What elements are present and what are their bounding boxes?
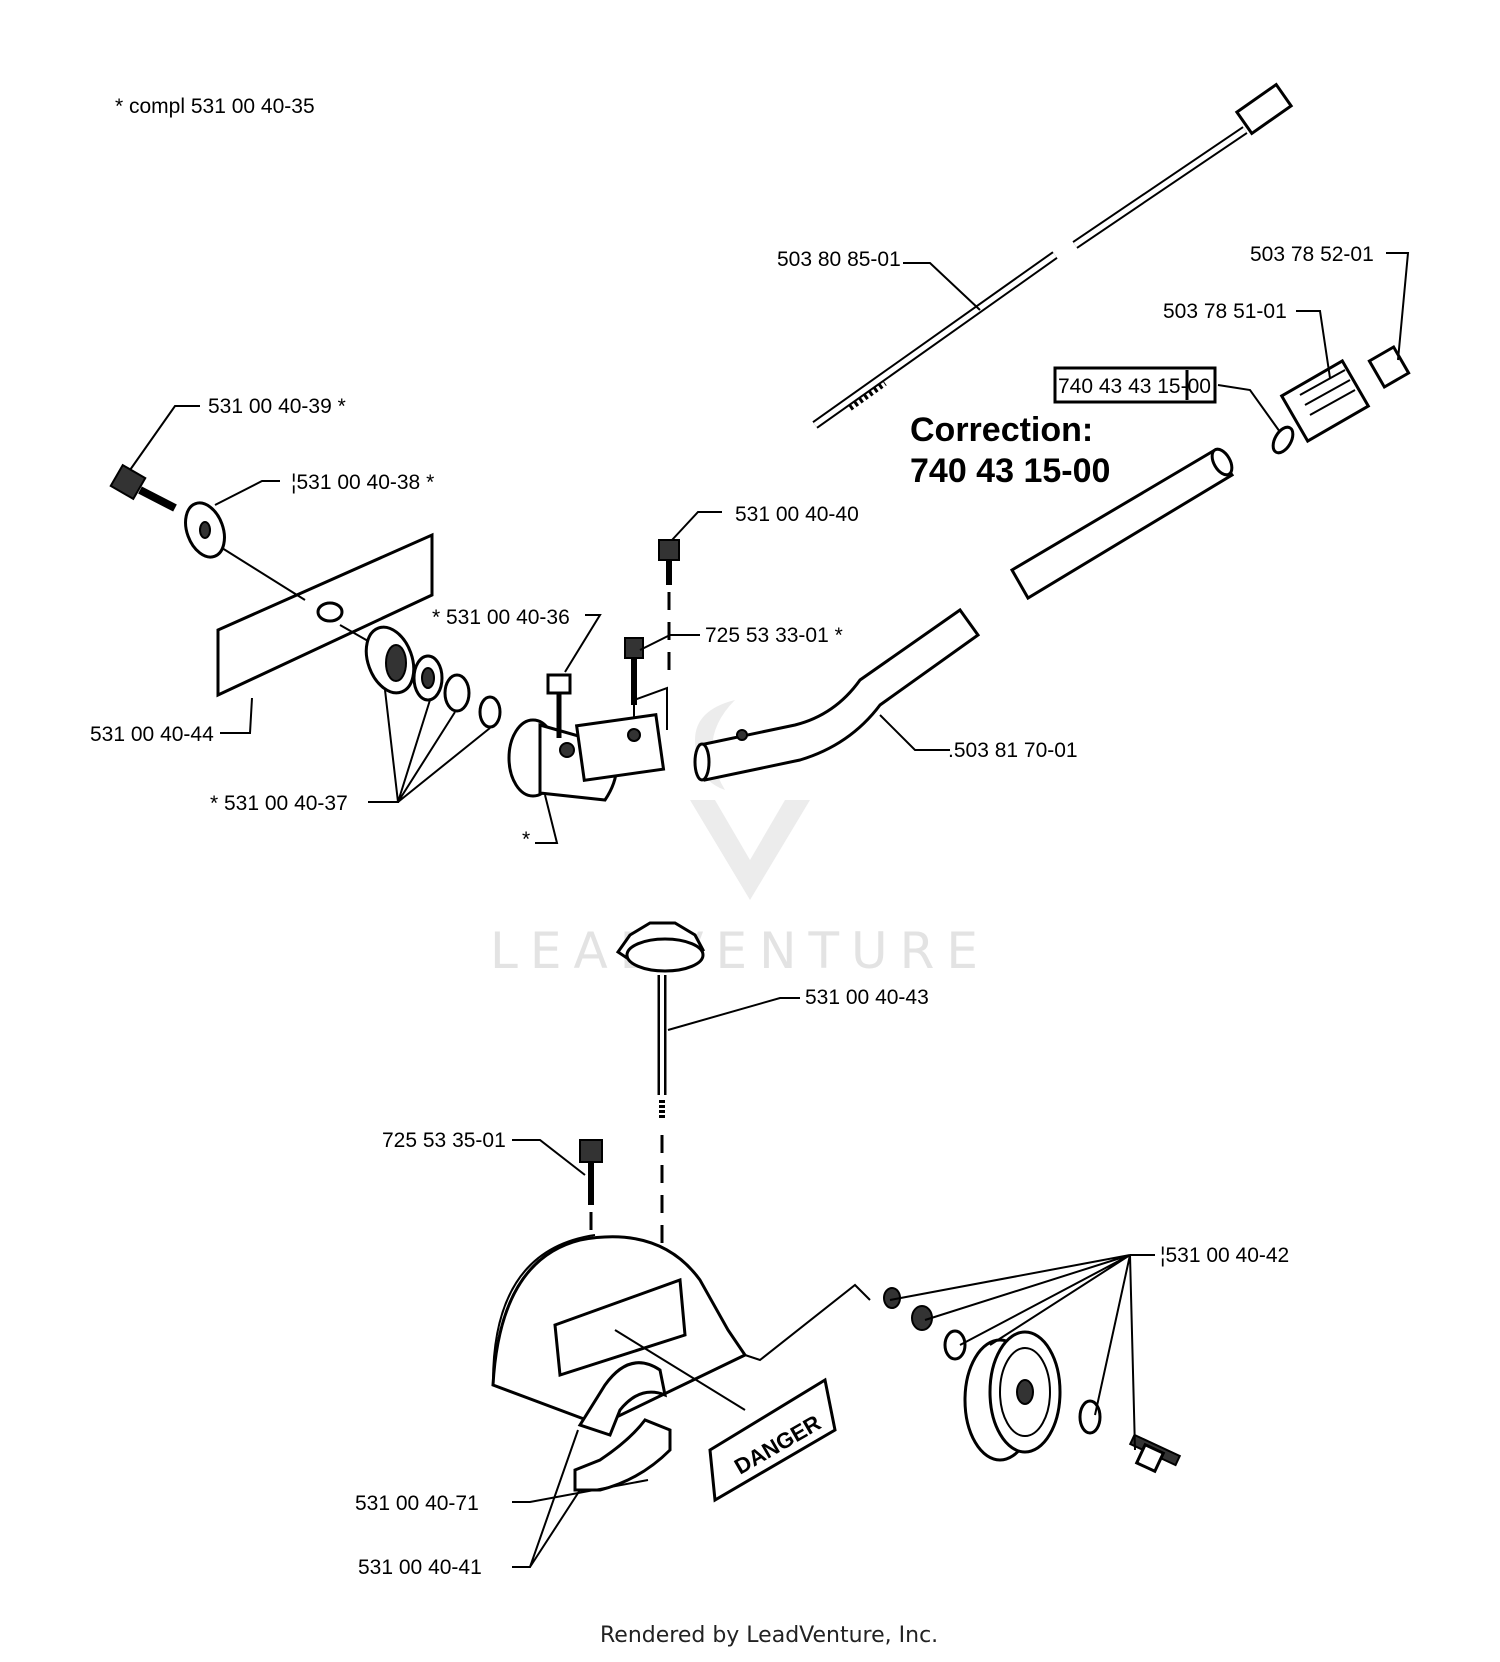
leader-531004043 bbox=[667, 997, 800, 1031]
o-ring bbox=[1271, 425, 1295, 455]
label-503785101: 503 78 51-01 bbox=[1163, 300, 1287, 323]
nut-503785201 bbox=[1367, 344, 1411, 390]
leader-531004041 bbox=[512, 1429, 581, 1568]
label-531004042: ¦531 00 40-42 bbox=[1160, 1244, 1289, 1267]
label-531004044: 531 00 40-44 bbox=[90, 723, 214, 746]
label-531004037: * 531 00 40-37 bbox=[210, 792, 348, 815]
label-531004036: * 531 00 40-36 bbox=[432, 606, 570, 629]
label-gearbox-star: * bbox=[522, 828, 530, 851]
leader-503785201 bbox=[1386, 252, 1410, 361]
screw-531004040 bbox=[658, 539, 680, 675]
label-725533301: 725 53 33-01 * bbox=[705, 624, 843, 647]
leader-503808501 bbox=[903, 262, 981, 311]
label-531004041: 531 00 40-41 bbox=[358, 1556, 482, 1579]
leader-531004044 bbox=[220, 697, 253, 734]
label-531004071: 531 00 40-71 bbox=[355, 1492, 479, 1515]
hub-531004037 bbox=[364, 625, 502, 729]
leader-531004037 bbox=[368, 689, 491, 803]
label-531004038: ¦531 00 40-38 * bbox=[291, 471, 434, 494]
leader-531004042 bbox=[889, 1254, 1155, 1451]
header-note: * compl 531 00 40-35 bbox=[115, 95, 315, 118]
drive-shaft bbox=[812, 82, 1294, 429]
danger-decal: DANGER bbox=[708, 1377, 837, 1503]
leader-503785101 bbox=[1296, 310, 1331, 379]
leader-531004071 bbox=[512, 1479, 649, 1503]
label-503808501: 503 80 85-01 bbox=[777, 248, 901, 271]
label-531004043: 531 00 40-43 bbox=[805, 986, 929, 1009]
bushing-503785101 bbox=[1279, 358, 1371, 444]
bolt-531004039 bbox=[109, 463, 177, 512]
leader-531004039 bbox=[129, 405, 200, 471]
shaft-tube bbox=[693, 447, 1235, 782]
correction-title: Correction: bbox=[910, 411, 1093, 449]
label-503817001: .503 81 70-01 bbox=[948, 739, 1078, 762]
clamp-531004071 bbox=[573, 1361, 672, 1492]
label-531004040: 531 00 40-40 bbox=[735, 503, 859, 526]
leader-o-ring bbox=[1217, 384, 1281, 433]
footer-credit: Rendered by LeadVenture, Inc. bbox=[600, 1623, 938, 1648]
label-725533501: 725 53 35-01 bbox=[382, 1129, 506, 1152]
correction-number: 740 43 15-00 bbox=[910, 452, 1110, 490]
boxed-part-number: 740 43 43 15-00 bbox=[1058, 375, 1211, 398]
leader-503817001 bbox=[879, 714, 950, 751]
leader-725533501 bbox=[512, 1139, 586, 1176]
blade-531004044 bbox=[216, 532, 434, 698]
leader-531004038 bbox=[214, 480, 280, 506]
gearbox bbox=[507, 713, 666, 802]
watermark-text: LEADVENTURE bbox=[490, 922, 990, 980]
leader-725533301 bbox=[639, 634, 700, 651]
screw-531004036 bbox=[546, 673, 572, 738]
leader-531004040 bbox=[671, 511, 722, 541]
axis-line-blade bbox=[221, 547, 306, 601]
label-531004039: 531 00 40-39 * bbox=[208, 395, 346, 418]
washer-531004038 bbox=[184, 501, 226, 559]
label-503785201: 503 78 52-01 bbox=[1250, 243, 1374, 266]
guard bbox=[491, 1234, 871, 1427]
wheel-531004042 bbox=[883, 1287, 1182, 1474]
leader-gearbox bbox=[535, 794, 559, 844]
leader-531004036 bbox=[564, 614, 602, 673]
